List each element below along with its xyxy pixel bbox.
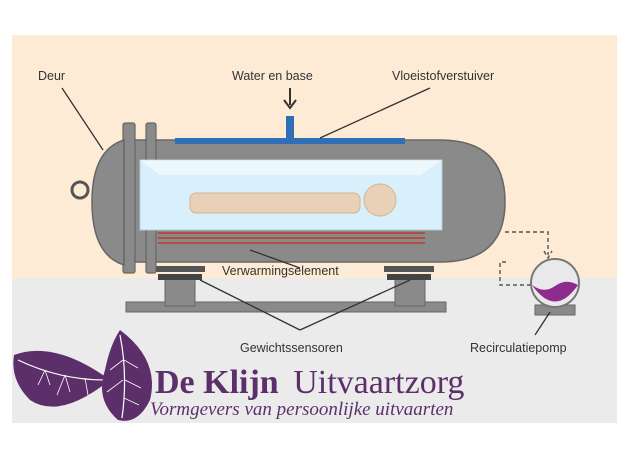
recirculation-line	[499, 231, 553, 286]
label-pump: Recirculatiepomp	[470, 341, 567, 355]
door	[91, 138, 125, 267]
inlet-pipe	[286, 116, 294, 140]
brand-tagline: Vormgevers van persoonlijke uitvaarten	[150, 399, 453, 420]
weight-sensor-right	[384, 266, 434, 280]
recirculation-pump	[530, 258, 580, 316]
vessel-stand	[125, 275, 447, 313]
inlet-arrow	[283, 88, 297, 110]
label-heating-element: Verwarmingselement	[222, 264, 339, 278]
door-handle	[70, 180, 90, 200]
leader-lines	[61, 87, 551, 336]
brand-name-light: Uitvaartzorg	[293, 364, 464, 401]
label-water-base: Water en base	[232, 69, 313, 83]
liquid-atomizer	[175, 138, 405, 144]
brand-name-bold: De Klijn	[155, 364, 279, 401]
heating-element	[158, 232, 425, 244]
chamber-bevel	[140, 160, 442, 175]
brand-name: De Klijn Uitvaartzorg	[155, 364, 464, 401]
weight-sensor-left	[155, 266, 205, 280]
body-on-tray	[189, 183, 397, 217]
leaf-icon	[13, 350, 110, 407]
leaf-icon	[101, 330, 152, 421]
label-atomizer: Vloeistofverstuiver	[392, 69, 494, 83]
label-weight-sensors: Gewichtssensoren	[240, 341, 343, 355]
label-door: Deur	[38, 69, 65, 83]
door-flange	[122, 122, 136, 274]
